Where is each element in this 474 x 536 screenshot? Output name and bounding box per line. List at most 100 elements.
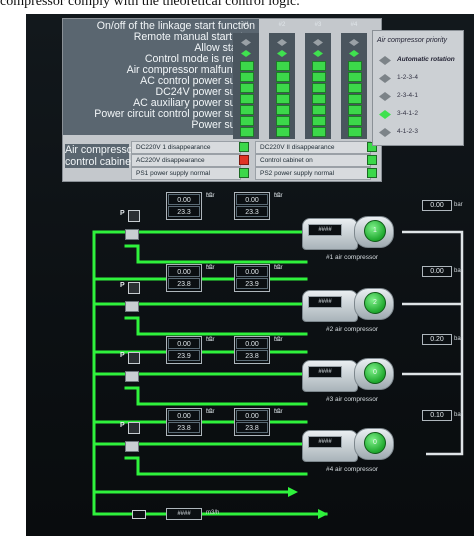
dc220v-1-indicator <box>239 142 249 152</box>
compressor-2[interactable]: #### 2 <box>302 282 398 322</box>
priority-option-label: 1-2-3-4 <box>397 74 418 81</box>
status-indicator <box>240 61 254 71</box>
flow-sensor[interactable] <box>132 510 146 519</box>
compressor-name: #2 air compressor <box>326 326 379 333</box>
status-indicator <box>312 61 326 71</box>
column-head: #2 <box>278 22 286 28</box>
status-label: Air compressor malfunction <box>126 64 255 76</box>
pressure-sensor[interactable] <box>128 352 140 364</box>
status-label-column: On/off of the linkage start function Rem… <box>63 19 259 135</box>
compressor-status-light: 1 <box>364 220 386 242</box>
compressor-3[interactable]: #### 0 <box>302 352 398 392</box>
gauge: 0.00 23.3 <box>234 192 270 220</box>
gauge: 0.00 23.8 <box>166 408 202 436</box>
priority-option[interactable]: 4-1-2-3 <box>379 127 459 139</box>
priority-option-label: 4-1-2-3 <box>397 128 418 135</box>
status-indicator <box>348 83 362 93</box>
gauge: 0.00 23.8 <box>166 264 202 292</box>
status-indicator <box>348 105 362 115</box>
remote-start-indicator <box>241 50 251 57</box>
pressure-sensor-label: P <box>120 352 125 359</box>
gauge: 0.00 23.8 <box>234 408 270 436</box>
priority-option-icon <box>379 110 391 119</box>
outlet-pressure: 0.10 <box>422 410 452 421</box>
priority-option[interactable]: Automatic rotation <box>379 55 459 67</box>
status-label: Control mode is remote <box>144 53 255 65</box>
pressure-sensor[interactable] <box>128 422 140 434</box>
status-indicator <box>312 72 326 82</box>
gauge: 0.00 23.3 <box>166 192 202 220</box>
linkage-indicator <box>313 39 323 46</box>
column-head: #3 <box>314 22 322 28</box>
status-indicator <box>240 94 254 104</box>
gauge: 0.00 23.9 <box>234 264 270 292</box>
status-panel: On/off of the linkage start function Rem… <box>62 18 382 182</box>
priority-option[interactable]: 3-4-1-2 <box>379 109 459 121</box>
valve[interactable] <box>125 229 139 240</box>
gauge: 0.00 23.9 <box>166 336 202 364</box>
pressure-unit: bar <box>274 409 283 415</box>
pressure-unit: bar <box>206 409 215 415</box>
temp-unit: °C <box>206 337 213 343</box>
priority-option-icon <box>379 56 391 65</box>
priority-panel: Air compressor priority Automatic rotati… <box>372 30 464 146</box>
linkage-indicator <box>277 39 287 46</box>
temp-unit: °C <box>206 409 213 415</box>
pressure-sensor-label: P <box>120 210 125 217</box>
pressure-value: 0.00 <box>236 410 268 421</box>
temp-unit: °C <box>206 193 213 199</box>
valve[interactable] <box>125 441 139 452</box>
status-label: AC auxiliary power supply <box>133 97 255 109</box>
remote-start-indicator <box>313 50 323 57</box>
status-indicator <box>312 94 326 104</box>
status-label: Remote manual start stop <box>133 31 255 43</box>
outlet-pressure: 0.00 <box>422 200 452 211</box>
remote-start-indicator <box>277 50 287 57</box>
pressure-value: 0.00 <box>168 266 200 277</box>
pressure-unit: bar <box>274 265 283 271</box>
ac220v-indicator <box>239 155 249 165</box>
compressor-display: #### <box>308 224 342 236</box>
status-indicator <box>240 83 254 93</box>
cabinet-status-row: PS2 power supply normal <box>255 167 371 180</box>
status-indicator <box>276 83 290 93</box>
scada-screen: On/off of the linkage start function Rem… <box>26 14 474 536</box>
priority-option[interactable]: 2-3-4-1 <box>379 91 459 103</box>
pressure-sensor[interactable] <box>128 282 140 294</box>
temp-unit: °C <box>206 265 213 271</box>
status-column-4 <box>341 33 367 139</box>
compressor-status-light: 0 <box>364 362 386 384</box>
valve[interactable] <box>125 371 139 382</box>
temp-unit: °C <box>274 409 281 415</box>
compressor-4[interactable]: #### 0 <box>302 422 398 462</box>
temperature-value: 23.9 <box>236 278 268 289</box>
pressure-sensor-label: P <box>120 282 125 289</box>
temperature-value: 23.8 <box>168 422 200 433</box>
pressure-value: 0.00 <box>168 338 200 349</box>
priority-option-label: Automatic rotation <box>397 56 455 63</box>
cabinet-on-indicator <box>367 155 377 165</box>
pressure-value: 0.00 <box>236 194 268 205</box>
compressor-1[interactable]: #### 1 <box>302 210 398 250</box>
pressure-sensor[interactable] <box>128 210 140 222</box>
priority-option[interactable]: 1-2-3-4 <box>379 73 459 85</box>
status-indicator <box>348 61 362 71</box>
pressure-unit: bar <box>206 337 215 343</box>
pressure-unit: bar <box>206 265 215 271</box>
compressor-status-light: 2 <box>364 292 386 314</box>
cabinet-status-row: Control cabinet on <box>255 154 371 167</box>
status-indicator <box>276 61 290 71</box>
priority-title: Air compressor priority <box>377 37 448 44</box>
temperature-value: 23.9 <box>168 350 200 361</box>
valve[interactable] <box>125 301 139 312</box>
status-indicator <box>240 72 254 82</box>
pressure-sensor-label: P <box>120 422 125 429</box>
figure-caption: compressor comply with the theoretical c… <box>0 0 300 9</box>
gauge: 0.00 23.8 <box>234 336 270 364</box>
cabinet-status-row: DC220V 1 disappearance <box>131 141 241 154</box>
pressure-unit: bar <box>454 412 463 418</box>
status-indicator <box>312 127 326 137</box>
temp-unit: °C <box>274 337 281 343</box>
pressure-unit: bar <box>454 268 463 274</box>
pressure-value: 0.00 <box>168 194 200 205</box>
